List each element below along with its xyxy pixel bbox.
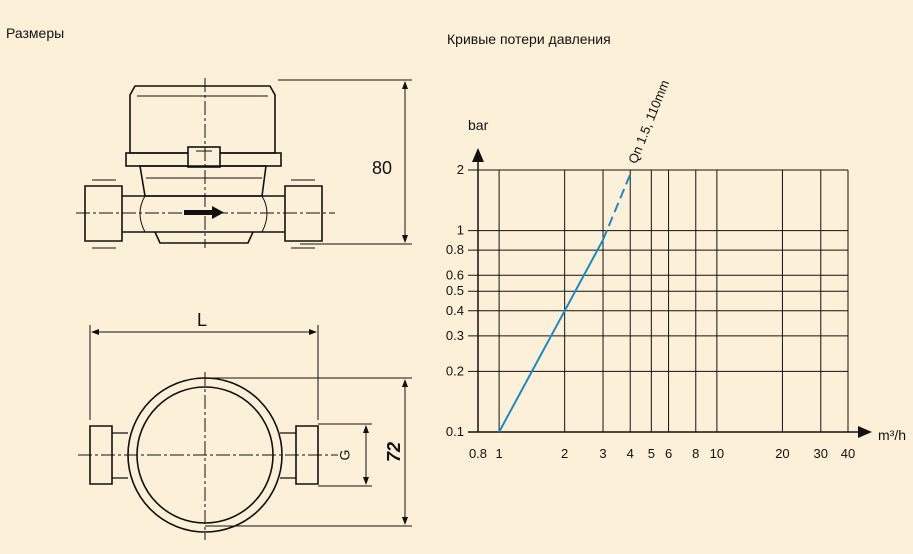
x-tick-label: 1 [495,446,502,461]
x-tick-label: 40 [841,446,855,461]
x-tick-label: 0.8 [469,446,487,461]
meter-body [139,165,267,197]
thread-label: G [337,450,353,461]
left-coupling [84,185,123,242]
x-axis-arrow [858,426,872,438]
y-tick-label: 0.2 [446,363,464,378]
meter-pipe [122,195,285,233]
top-right-coupling [295,425,319,485]
x-tick-label: 6 [665,446,672,461]
x-tick-label: 10 [710,446,724,461]
width-label: 72 [384,442,404,462]
y-tick-label: 2 [457,162,464,177]
y-axis-label: bar [468,117,489,133]
y-tick-label: 1 [457,223,464,238]
x-tick-label: 3 [599,446,606,461]
meter-bottom [154,231,254,244]
y-tick-label: 0.6 [446,267,464,282]
width-dimension [205,377,412,527]
x-tick-label: 20 [775,446,789,461]
seal-clip [187,146,221,168]
y-tick-label: 0.4 [446,303,464,318]
series-line-extrapolated [602,174,632,241]
x-tick-label: 2 [561,446,568,461]
y-tick-label: 0.3 [446,328,464,343]
meter-top-view [78,372,338,540]
height-dimension [278,79,412,245]
pressure-loss-title: Кривые потери давления [447,31,611,47]
x-axis-label: m³/h [878,427,906,443]
y-tick-label: 0.8 [446,242,464,257]
x-tick-label: 4 [627,446,634,461]
length-label: L [197,310,207,330]
flow-arrow [184,206,224,219]
dimensions-title: Размеры [6,25,65,41]
length-dimension [89,325,319,420]
right-coupling [284,185,323,242]
y-axis-arrow [472,148,484,162]
x-tick-label: 8 [692,446,699,461]
x-tick-label: 30 [814,446,828,461]
meter-side-view [76,78,335,249]
series-label: Qn 1.5, 110mm [625,78,672,166]
y-tick-label: 0.1 [446,424,464,439]
y-tick-label: 0.5 [446,283,464,298]
height-label: 80 [372,158,392,178]
x-tick-label: 5 [648,446,655,461]
series-line [498,239,604,433]
thread-dimension [318,423,372,487]
top-left-coupling [89,425,113,485]
